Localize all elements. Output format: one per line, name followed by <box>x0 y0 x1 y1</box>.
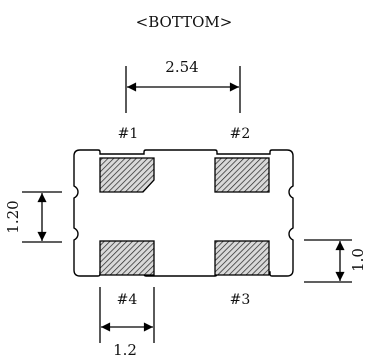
pad-4-label: #4 <box>117 292 138 308</box>
pad-width-label: 1.2 <box>113 341 137 359</box>
pad-height-label: 1.20 <box>4 200 22 233</box>
package-outline <box>73 149 294 277</box>
pad-3 <box>214 240 270 276</box>
pad-height-dimension <box>22 191 62 243</box>
pad-pitch-label: 2.54 <box>165 58 198 76</box>
right-height-label: 1.0 <box>349 248 367 272</box>
pad-4 <box>99 240 155 276</box>
pad-1-label: #1 <box>118 126 139 142</box>
pad-1 <box>99 157 155 193</box>
pad-2-label: #2 <box>230 126 251 142</box>
pad-pitch-dimension <box>125 66 241 113</box>
right-height-dimension <box>304 239 352 283</box>
pad-width-dimension <box>99 287 155 343</box>
view-title: <BOTTOM> <box>136 13 233 31</box>
pad-2 <box>214 157 270 193</box>
pad-3-label: #3 <box>230 292 251 308</box>
